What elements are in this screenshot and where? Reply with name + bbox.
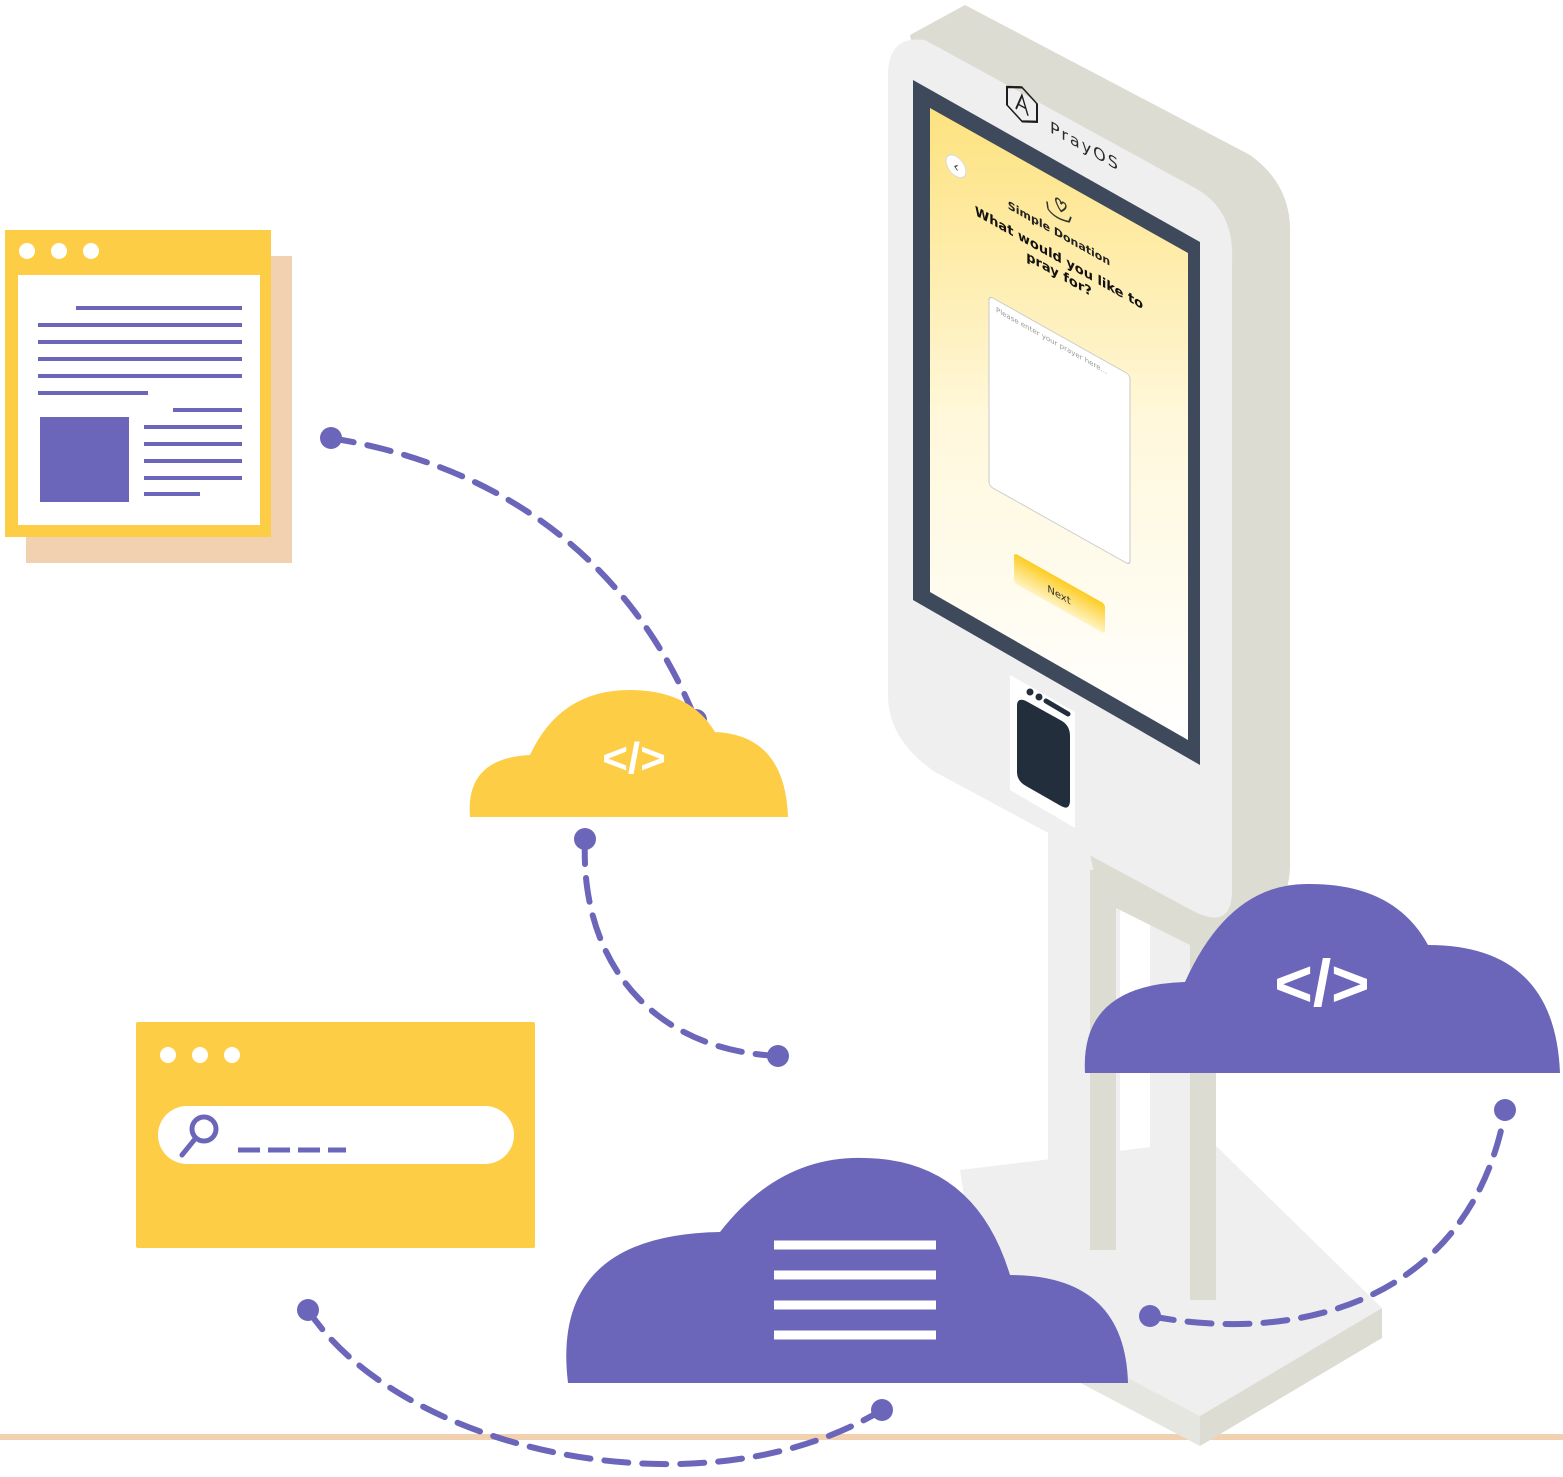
prayer-input[interactable]: Please enter your prayer here...: [988, 296, 1131, 565]
prayos-logo-icon: [1006, 85, 1038, 123]
code-cloud-yellow: </>: [469, 690, 788, 817]
window-dot-icon: [19, 243, 35, 259]
connector-doc-to-cloud: [320, 427, 707, 731]
window-dot-icon: [224, 1047, 240, 1063]
code-cloud-purple: </>: [1084, 883, 1560, 1073]
code-icon: </>: [602, 734, 666, 783]
ground-line: [0, 1434, 1563, 1440]
window-dot-icon: [192, 1047, 208, 1063]
kiosk-back-button[interactable]: ‹: [945, 151, 967, 182]
document-cloud-purple: [566, 1157, 1128, 1383]
document-image-placeholder: [40, 417, 129, 502]
document-lines-icon: [774, 1240, 936, 1340]
magnifier-icon: [179, 1114, 219, 1158]
kiosk-base-side: [1200, 1308, 1382, 1446]
hands-heart-icon: [1046, 197, 1072, 223]
search-window: [136, 1022, 535, 1248]
window-dot-icon: [160, 1047, 176, 1063]
connector-search-to-cloud: [297, 1299, 893, 1468]
code-icon: </>: [1274, 946, 1369, 1020]
back-chevron-icon: ‹: [953, 157, 959, 177]
card-reader-slot: [1017, 699, 1070, 808]
document-window: [5, 230, 292, 563]
connector-clouds-right: [1139, 1099, 1516, 1328]
document-text-lines: [38, 306, 242, 496]
window-dot-icon: [51, 243, 67, 259]
connector-cloud-down: [574, 828, 789, 1067]
search-bar[interactable]: [158, 1106, 514, 1164]
window-dot-icon: [83, 243, 99, 259]
next-button[interactable]: Next: [1014, 553, 1105, 634]
